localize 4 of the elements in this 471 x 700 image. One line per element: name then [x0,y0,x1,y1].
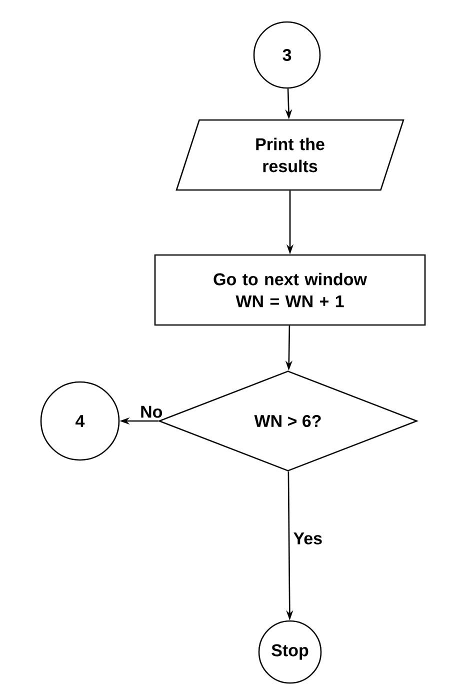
edge-label: No [139,404,164,419]
output-parallelogram: Print the results [176,119,404,191]
edge-label: Yes [292,532,324,546]
process-box: Go to next window WN = WN + 1 [154,254,426,326]
